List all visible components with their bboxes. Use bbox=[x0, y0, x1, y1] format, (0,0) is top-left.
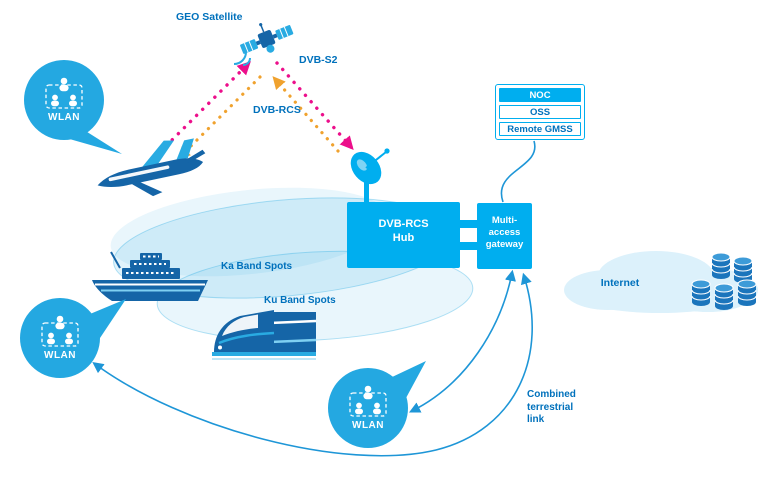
terrestrial-link-arrow-2 bbox=[92, 272, 533, 457]
terrestrial-links bbox=[92, 269, 533, 457]
wlan-bubble-bottom bbox=[328, 361, 426, 448]
internet-label: Internet bbox=[600, 277, 640, 289]
noc-gateway-connector bbox=[500, 140, 536, 203]
oss-box: OSS bbox=[499, 105, 581, 119]
satellite-links bbox=[152, 61, 354, 160]
hub-gateway-connector-bottom bbox=[460, 242, 477, 250]
geo-satellite-label: GEO Satellite bbox=[176, 11, 243, 23]
hub-gateway-connector-top bbox=[460, 220, 477, 228]
noc-box: NOC bbox=[499, 88, 581, 102]
wlan-bubble-top-left bbox=[24, 60, 122, 154]
wlan-bubble-left bbox=[20, 298, 126, 378]
management-stack: NOC OSS Remote GMSS bbox=[495, 84, 585, 140]
wlan-label-3: WLAN bbox=[352, 420, 384, 431]
dvb-rcs-return-arrow bbox=[272, 76, 340, 153]
dvb-rcs-forward-arrow bbox=[177, 75, 262, 160]
dvb-s2-uplink-arrow bbox=[152, 61, 251, 160]
dvb-s2-label: DVB-S2 bbox=[299, 54, 338, 66]
remote-gmss-box: Remote GMSS bbox=[499, 122, 581, 136]
geo-satellite-icon bbox=[233, 23, 294, 66]
airplane-icon bbox=[97, 138, 206, 197]
dvb-s2-downlink-arrow bbox=[275, 61, 354, 151]
dvb-rcs-label: DVB-RCS bbox=[253, 104, 301, 116]
combined-terrestrial-link-label: Combined terrestrial link bbox=[527, 389, 576, 425]
ship-icon bbox=[92, 251, 208, 301]
wlan-label-2: WLAN bbox=[44, 350, 76, 361]
wlan-label-1: WLAN bbox=[48, 112, 80, 123]
gateway-label: Multi- access gateway bbox=[485, 215, 524, 250]
hub-label: DVB-RCS Hub bbox=[378, 218, 429, 244]
hub-box bbox=[347, 202, 460, 268]
satellite-dish-icon bbox=[350, 148, 390, 204]
gateway-box bbox=[477, 203, 532, 269]
ka-band-label: Ka Band Spots bbox=[221, 261, 293, 272]
ku-band-label: Ku Band Spots bbox=[264, 295, 336, 306]
train-icon bbox=[212, 310, 317, 360]
